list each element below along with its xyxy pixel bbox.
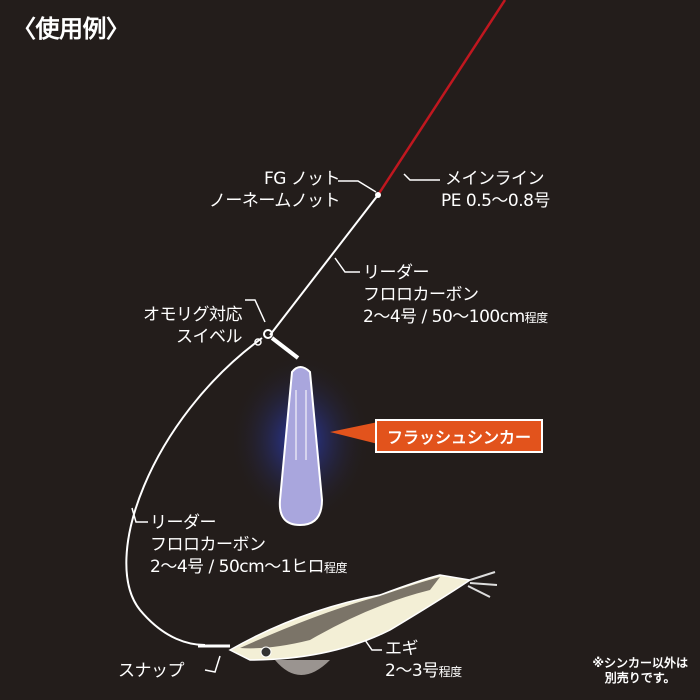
main-line-label-line2: PE 0.5〜0.8号	[441, 191, 550, 211]
egi-size: 2〜3号	[385, 661, 439, 681]
leader-lower-spec: 2〜4号 / 50cm〜1ヒロ	[150, 557, 325, 577]
flash-sinker-icon	[278, 366, 324, 527]
footnote: ※シンカー以外は別売りです。	[592, 656, 688, 686]
swivel-label-line1: オモリグ対応	[143, 305, 243, 325]
leader-upper-line1: リーダー	[363, 263, 429, 283]
leader-lower	[125, 337, 263, 646]
leader-lower-line2: フロロカーボン	[150, 535, 266, 555]
leader-upper-line3: 2〜4号 / 50〜100cm程度	[363, 306, 548, 329]
leader-lower-suffix: 程度	[324, 561, 348, 575]
leader-lower-line3: 2〜4号 / 50cm〜1ヒロ程度	[150, 556, 348, 579]
leader-lower-line1: リーダー	[150, 513, 217, 533]
knot-label-line2: ノーネームノット	[208, 191, 341, 211]
leader-upper-spec: 2〜4号 / 50〜100cm	[363, 307, 525, 327]
egi-icon	[228, 571, 498, 675]
leader-callout-lines	[131, 173, 440, 673]
swivel-icon	[254, 329, 300, 360]
sinker-pointer	[330, 422, 378, 444]
leader-upper-suffix: 程度	[524, 311, 549, 325]
egi-suffix: 程度	[438, 665, 463, 679]
swivel-label-line2: スイベル	[176, 327, 243, 347]
egi-label-line2: 2〜3号程度	[385, 660, 462, 683]
knot-label: FG ノットノーネームノット	[208, 168, 341, 212]
footnote-line1: ※シンカー以外は	[592, 656, 688, 670]
leader-upper-line2: フロロカーボン	[363, 285, 479, 305]
snap-label: スナップ	[118, 661, 185, 681]
footnote-line2: 別売りです。	[604, 671, 676, 685]
flash-sinker-badge: フラッシュシンカー	[375, 419, 544, 453]
main-line-label-line1: メインライン	[445, 169, 544, 189]
knot-label-line1: FG ノット	[263, 169, 341, 189]
page-title: 〈使用例〉	[12, 15, 130, 43]
leader-upper	[269, 194, 379, 336]
main-line	[376, 0, 507, 196]
egi-label-line1: エギ	[385, 639, 418, 659]
swivel-label: オモリグ対応スイベル	[143, 304, 243, 348]
knot-icon	[375, 192, 381, 198]
